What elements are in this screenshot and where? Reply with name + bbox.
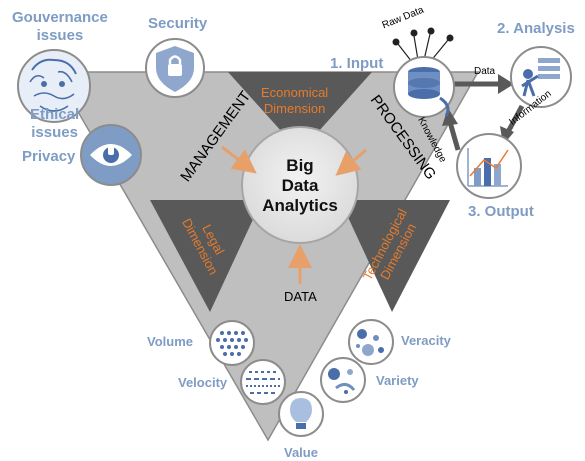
input-label: 1. Input — [330, 55, 384, 72]
security-icon — [145, 38, 205, 98]
raw-data-line-2 — [413, 35, 419, 61]
value-lightbulb-icon — [278, 391, 324, 437]
management-arrow — [221, 145, 257, 174]
variety-label: Variety — [376, 373, 419, 388]
legal-wedge — [150, 200, 262, 312]
gouvernance-label: Gouvernance issues — [12, 9, 108, 44]
value-label: Value — [284, 445, 318, 460]
output-to-input-arrowhead — [442, 108, 458, 126]
analysis-icon — [510, 46, 572, 108]
raw-data-dot-3 — [427, 27, 435, 35]
velocity-label: Velocity — [178, 375, 228, 390]
privacy-label: Privacy — [22, 148, 76, 165]
volume-label: Volume — [147, 334, 193, 349]
raw-data-dot-2 — [410, 29, 418, 37]
output-to-input-arrow — [447, 121, 461, 151]
center-title: Big Data Analytics — [262, 156, 338, 215]
analysis-to-output-arrow — [505, 104, 525, 134]
raw-data-dot-1 — [392, 38, 400, 46]
analysis-label: 2. Analysis — [497, 20, 575, 37]
ethical-label: Ethical issues — [30, 106, 80, 141]
velocity-icon — [240, 359, 286, 405]
raw-data-dot-4 — [446, 34, 454, 42]
data-flow-label: Data — [474, 66, 496, 77]
security-label: Security — [148, 15, 208, 32]
technological-wedge — [340, 200, 450, 312]
raw-data-line-1 — [397, 43, 413, 63]
privacy-eye-icon — [80, 124, 142, 186]
economical-wedge — [228, 72, 372, 152]
volume-icon — [209, 320, 255, 366]
output-label: 3. Output — [468, 203, 534, 220]
input-to-analysis-arrowhead — [498, 74, 514, 94]
gouvernance-icon — [17, 49, 91, 123]
variety-icon — [320, 357, 366, 403]
input-database-icon — [393, 56, 455, 118]
center-circle — [241, 126, 359, 244]
data-label: DATA — [284, 289, 317, 304]
processing-arrow — [335, 148, 367, 176]
raw-data-line-3 — [423, 33, 431, 61]
veracity-label: Veracity — [401, 333, 451, 348]
veracity-icon — [348, 319, 394, 365]
economical-dimension-label: Economical Dimension — [261, 85, 329, 116]
output-chart-icon — [456, 133, 522, 199]
